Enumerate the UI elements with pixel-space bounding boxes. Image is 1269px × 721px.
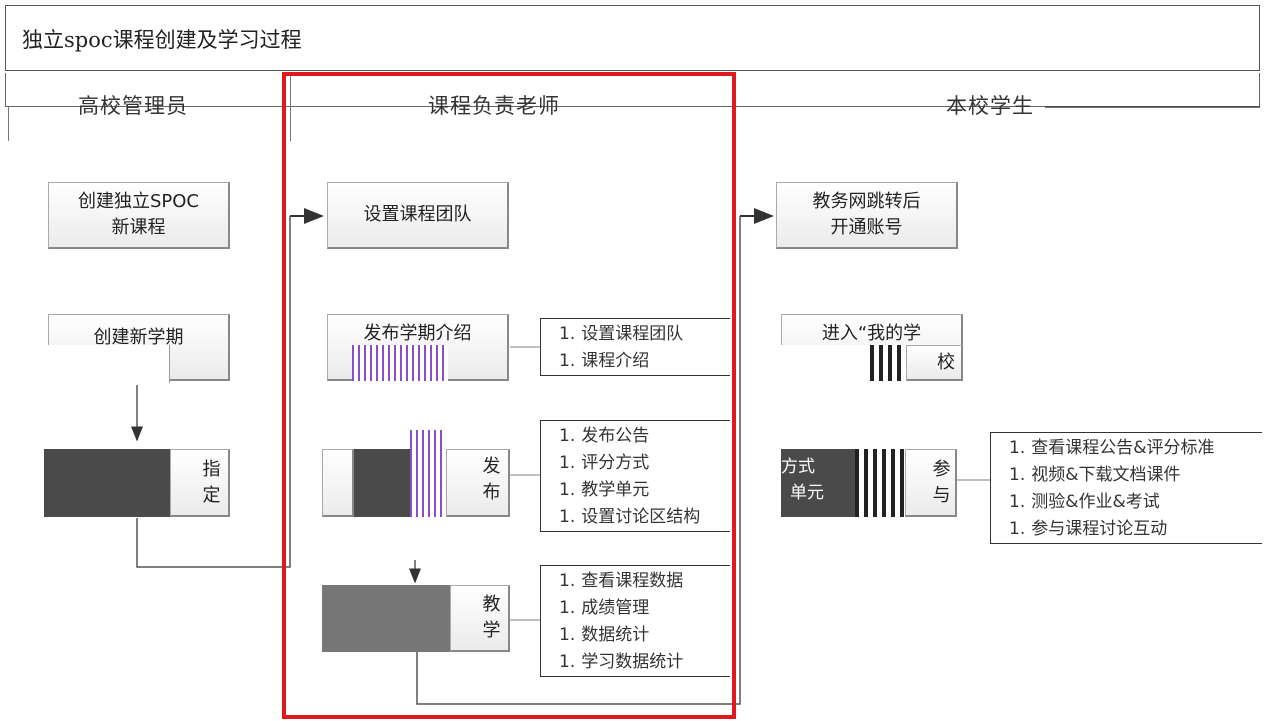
open-account-box: 教务网跳转后 开通账号 [776, 182, 958, 249]
publish-note-item: 发布公告 [559, 423, 730, 450]
publish-box-glitch [410, 430, 446, 517]
teach-note-item: 数据统计 [559, 622, 730, 649]
publish-note-item: 评分方式 [559, 450, 730, 477]
teach-notes: 查看课程数据 成绩管理 数据统计 学习数据统计 [540, 565, 730, 677]
frag-unit: 单元 [790, 483, 824, 503]
student-note-item: 参与课程讨论互动 [1009, 516, 1262, 543]
school-fragment: 校 [906, 345, 963, 381]
assign-box-dark [44, 449, 170, 517]
title-frame [5, 5, 1260, 71]
lane-header-admin: 高校管理员 [78, 94, 188, 118]
join-box: 参与 [905, 449, 957, 517]
frag-method: 方式 [781, 457, 815, 477]
assign-box: 指定 [170, 449, 230, 517]
lane-header-student: 本校学生 [946, 94, 1034, 118]
admin-to-teacher-line [136, 216, 291, 568]
publish-notes: 发布公告 评分方式 教学单元 设置讨论区结构 [540, 420, 730, 532]
set-team-box: 设置课程团队 [327, 182, 509, 249]
teach-box: 教学 [450, 585, 510, 652]
lane-header-bar [5, 73, 1260, 107]
intro-note-item: 设置课程团队 [559, 321, 730, 348]
teach-note-item: 成绩管理 [559, 595, 730, 622]
publish-box-left [322, 449, 354, 517]
student-note-item: 查看课程公告&评分标准 [1009, 435, 1262, 462]
lane-header-teacher: 课程负责老师 [428, 94, 560, 118]
intro-box-glitch [352, 345, 448, 381]
student-note-item: 视频&下载文档课件 [1009, 462, 1262, 489]
teacher-highlight-frame [282, 72, 736, 719]
teach-note-item: 查看课程数据 [559, 568, 730, 595]
join-box-glitch [855, 449, 905, 517]
publish-box-dark [354, 449, 410, 517]
intro-notes: 设置课程团队 课程介绍 [540, 318, 730, 376]
intro-note-item: 课程介绍 [559, 348, 730, 375]
diagram-title: 独立spoc课程创建及学习过程 [22, 28, 302, 52]
publish-box: 发布 [446, 449, 510, 517]
teach-box-grey [322, 585, 450, 652]
student-note-item: 测验&作业&考试 [1009, 489, 1262, 516]
term-box-glitch [44, 345, 170, 383]
publish-note-item: 设置讨论区结构 [559, 504, 730, 531]
enter-box-glitch-bars [870, 345, 906, 381]
lane-divider-0 [8, 107, 9, 141]
join-box-dark [781, 449, 855, 517]
create-course-box: 创建独立SPOC 新课程 [48, 182, 230, 249]
teach-note-item: 学习数据统计 [559, 649, 730, 676]
publish-note-item: 教学单元 [559, 477, 730, 504]
lane-divider-1 [290, 73, 291, 141]
teacher-to-student-line [416, 216, 741, 705]
student-notes: 查看课程公告&评分标准 视频&下载文档课件 测验&作业&考试 参与课程讨论互动 [990, 432, 1262, 544]
